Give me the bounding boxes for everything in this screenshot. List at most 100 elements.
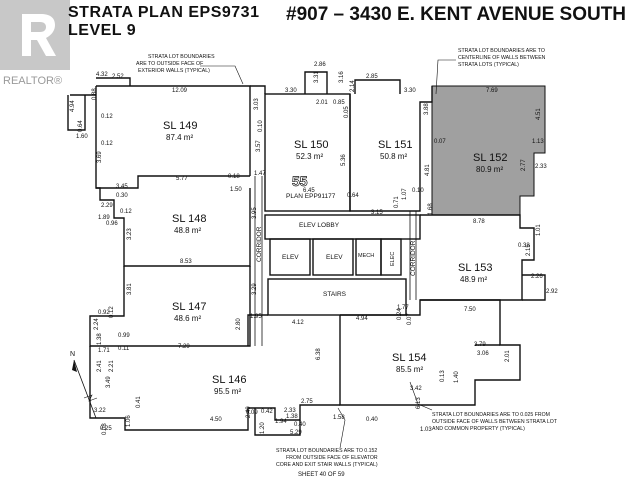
dimension-label: 4.94 xyxy=(70,100,76,112)
dimension-label: 0.09 xyxy=(246,410,258,416)
dimension-label: 3.29 xyxy=(252,283,258,295)
dimension-label: 5.29 xyxy=(290,430,302,436)
dimension-label: 1.68 xyxy=(428,203,434,215)
dimension-label: 1.07 xyxy=(402,188,408,200)
lot-152-name: SL 152 xyxy=(473,152,507,164)
lot-147-name: SL 147 xyxy=(172,301,206,313)
dimension-label: 7.29 xyxy=(178,344,190,350)
dimension-label: 1.20 xyxy=(260,422,266,434)
lot-149-area: 87.4 m² xyxy=(166,133,193,142)
dimension-label: 0.11 xyxy=(118,346,130,352)
dimension-label: 0.30 xyxy=(116,193,128,199)
svg-text:ARE TO OUTSIDE FACE OF: ARE TO OUTSIDE FACE OF xyxy=(136,61,203,67)
dimension-label: 0.40 xyxy=(366,417,378,423)
dimension-label: 1.77 xyxy=(397,305,409,311)
dimension-label: 3.69 xyxy=(97,151,103,163)
dimension-label: 2.26 xyxy=(531,274,543,280)
lot-154-area: 85.5 m² xyxy=(396,365,423,374)
dimension-label: 4.94 xyxy=(356,316,368,322)
lot-153-name: SL 153 xyxy=(458,262,492,274)
dimension-label: 8.53 xyxy=(180,259,192,265)
dimension-label: 2.15 xyxy=(526,244,532,256)
room-corridor-2: CORRIDOR xyxy=(410,240,417,276)
dimension-label: 0.08 xyxy=(102,423,108,435)
dimension-label: 5.36 xyxy=(341,154,347,166)
dimension-label: 7.50 xyxy=(464,307,476,313)
dimension-label: 3.79 xyxy=(474,342,486,348)
dimension-label: 1.95 xyxy=(250,314,262,320)
dimension-label: 1.38 xyxy=(97,333,103,345)
dimension-label: 0.38 xyxy=(518,243,530,249)
room-elev-2: ELEV xyxy=(326,254,343,261)
dimension-label: 0.12 xyxy=(120,209,132,215)
dimension-label: 3.03 xyxy=(254,98,260,110)
plan-ref-number: 55 xyxy=(292,173,308,189)
plan-level: LEVEL 9 xyxy=(68,22,137,39)
leader-lines xyxy=(200,59,456,449)
dimension-label: 0.41 xyxy=(136,396,142,408)
lot-154-name: SL 154 xyxy=(392,352,426,364)
room-corridor-1: CORRIDOR xyxy=(256,226,263,262)
dimension-label: 3.45 xyxy=(116,184,128,190)
room-elec: ELEC xyxy=(390,252,396,266)
note-centerline: STRATA LOT BOUNDARIES ARE TO CENTERLINE … xyxy=(458,48,546,68)
dimension-label: 0.96 xyxy=(106,221,118,227)
lot-146-area: 95.5 m² xyxy=(214,387,241,396)
lot-146-name: SL 146 xyxy=(212,374,246,386)
lot-151-name: SL 151 xyxy=(378,139,412,151)
dimension-label: 3.22 xyxy=(94,408,106,414)
dimension-label: 2.52 xyxy=(112,74,124,80)
lot-148-name: SL 148 xyxy=(172,213,206,225)
dimension-label: 0.85 xyxy=(333,100,345,106)
dimension-label: 2.29 xyxy=(101,203,113,209)
dimension-label: 3.31 xyxy=(314,71,320,83)
dimension-label: 4.50 xyxy=(210,417,222,423)
dimension-label: 0.40 xyxy=(294,422,306,428)
svg-text:STRATA LOT BOUNDARIES ARE TO 0: STRATA LOT BOUNDARIES ARE TO 0.025 FROM xyxy=(432,412,550,418)
dimension-label: 2.21 xyxy=(109,360,115,372)
dimension-label: 2.49 xyxy=(246,406,252,418)
dimension-label: 0.92 xyxy=(98,310,110,316)
note-common: STRATA LOT BOUNDARIES ARE TO 0.025 FROM … xyxy=(432,412,558,432)
lot-151-area: 50.8 m² xyxy=(380,152,407,161)
dimension-label: 3.30 xyxy=(285,88,297,94)
svg-text:CENTERLINE OF WALLS BETWEEN: CENTERLINE OF WALLS BETWEEN xyxy=(458,55,546,61)
lot-148-area: 48.8 m² xyxy=(174,226,201,235)
dimension-label: 0.13 xyxy=(440,370,446,382)
dimension-label: 12.09 xyxy=(172,88,188,94)
dimension-label: 0.05 xyxy=(344,106,350,118)
dimension-label: 6.38 xyxy=(316,348,322,360)
dimension-label: 0.88 xyxy=(92,88,98,100)
svg-text:AND COMMON PROPERTY (TYPICAL): AND COMMON PROPERTY (TYPICAL) xyxy=(432,426,525,432)
realtor-logo: REALTOR® xyxy=(0,0,70,87)
room-elev-lobby: ELEV LOBBY xyxy=(299,222,340,229)
dimension-label: 4.32 xyxy=(96,72,108,78)
dimension-label: 0.07 xyxy=(407,313,413,325)
dimension-label: 1.38 xyxy=(286,414,298,420)
svg-text:STRATA LOT BOUNDARIES ARE TO 0: STRATA LOT BOUNDARIES ARE TO 0.152 xyxy=(276,448,377,454)
svg-text:STRATA LOT BOUNDARIES: STRATA LOT BOUNDARIES xyxy=(148,54,215,60)
svg-text:STRATA LOTS (TYPICAL): STRATA LOTS (TYPICAL) xyxy=(458,62,519,68)
dimension-label: 8.78 xyxy=(473,219,485,225)
dimension-label: 0.25 xyxy=(100,426,112,432)
dimension-label: 1.89 xyxy=(98,215,110,221)
dimension-label: 0.24 xyxy=(397,308,403,320)
dimension-label: 0.07 xyxy=(434,139,446,145)
dimension-label: 7.69 xyxy=(486,88,498,94)
dimension-label: 3.81 xyxy=(127,283,133,295)
plan-title: STRATA PLAN EPS9731 xyxy=(68,4,260,21)
dimension-label: 1.94 xyxy=(275,419,287,425)
dimension-label: 1.60 xyxy=(76,134,88,140)
dimension-label: 4.81 xyxy=(425,164,431,176)
dimension-label: 0.10 xyxy=(258,120,264,132)
svg-text:FROM OUTSIDE FACE OF ELEVATOR: FROM OUTSIDE FACE OF ELEVATOR xyxy=(286,455,378,461)
svg-text:N: N xyxy=(70,351,75,358)
dimension-label: 1.03 xyxy=(420,427,432,433)
dimension-label: 0.12 xyxy=(109,306,115,318)
lot-150-name: SL 150 xyxy=(294,139,328,151)
lot-152-shading xyxy=(431,85,546,216)
dimension-label: 2.01 xyxy=(505,350,511,362)
